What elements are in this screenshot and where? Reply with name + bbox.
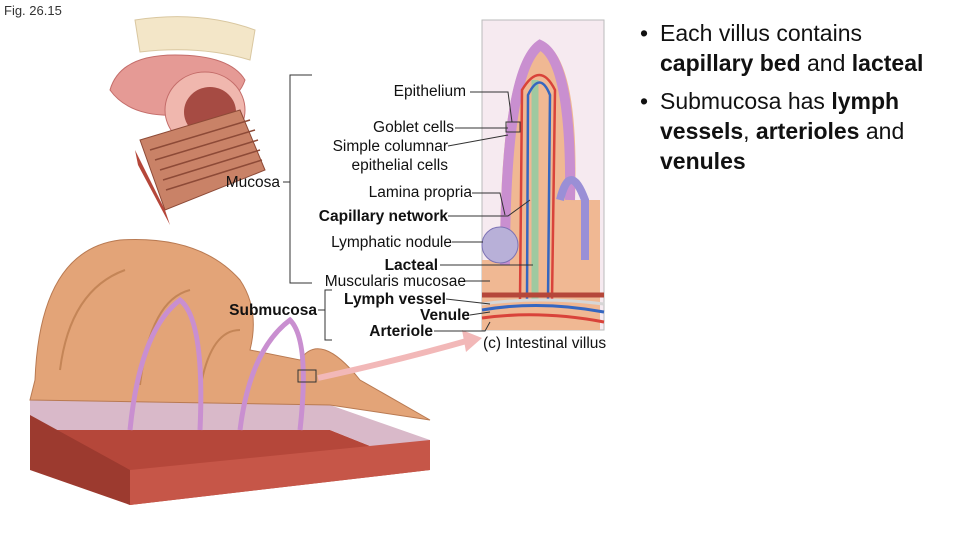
label-simple-columnar: Simple columnar xyxy=(332,138,448,155)
label-lymphatic-nodule: Lymphatic nodule xyxy=(331,234,452,251)
figure-number: Fig. 26.15 xyxy=(4,3,62,18)
bullet-1-text: Each villus contains xyxy=(660,20,862,46)
label-arteriole: Arteriole xyxy=(369,323,433,340)
bullet-2-bold-arterioles: arterioles xyxy=(755,118,860,144)
label-mucosa: Mucosa xyxy=(225,174,280,191)
bullet-villus: Each villus contains capillary bed and l… xyxy=(640,18,950,78)
mucosa-bracket xyxy=(283,74,312,284)
label-capillary-network: Capillary network xyxy=(318,208,448,225)
submucosa-bracket xyxy=(318,289,332,341)
bullet-submucosa: Submucosa has lymph vessels, arterioles … xyxy=(640,86,950,176)
bullet-1-text-and: and xyxy=(800,50,852,76)
leader-lines xyxy=(434,91,533,332)
bullet-2-text-comma: , xyxy=(743,118,756,144)
bullet-list: Each villus contains capillary bed and l… xyxy=(640,18,950,184)
bullet-2-bold-venules: venules xyxy=(660,148,746,174)
intestine-tube-illustration xyxy=(109,16,266,225)
label-goblet-cells: Goblet cells xyxy=(373,119,454,136)
bullet-2-text-and: and xyxy=(859,118,905,144)
label-lamina-propria: Lamina propria xyxy=(368,184,472,201)
zoom-arrow xyxy=(317,337,471,381)
label-muscularis-mucosae: Muscularis mucosae xyxy=(324,273,466,290)
label-lymph-vessel: Lymph vessel xyxy=(344,291,446,308)
bullet-2-text: Submucosa has xyxy=(660,88,832,114)
figure-caption: (c) Intestinal villus xyxy=(483,335,607,352)
bullet-1-bold-capillary: capillary bed xyxy=(660,50,801,76)
label-venule: Venule xyxy=(420,307,470,324)
label-submucosa: Submucosa xyxy=(229,302,317,319)
bullet-2-bold-lymph: lymph vessels xyxy=(660,88,900,144)
label-epithelial-cells: epithelial cells xyxy=(351,157,449,174)
bullet-1-bold-lacteal: lacteal xyxy=(851,50,924,76)
villus-detail-illustration xyxy=(481,19,605,331)
label-lacteal: Lacteal xyxy=(384,257,438,274)
label-epithelium: Epithelium xyxy=(393,83,466,100)
